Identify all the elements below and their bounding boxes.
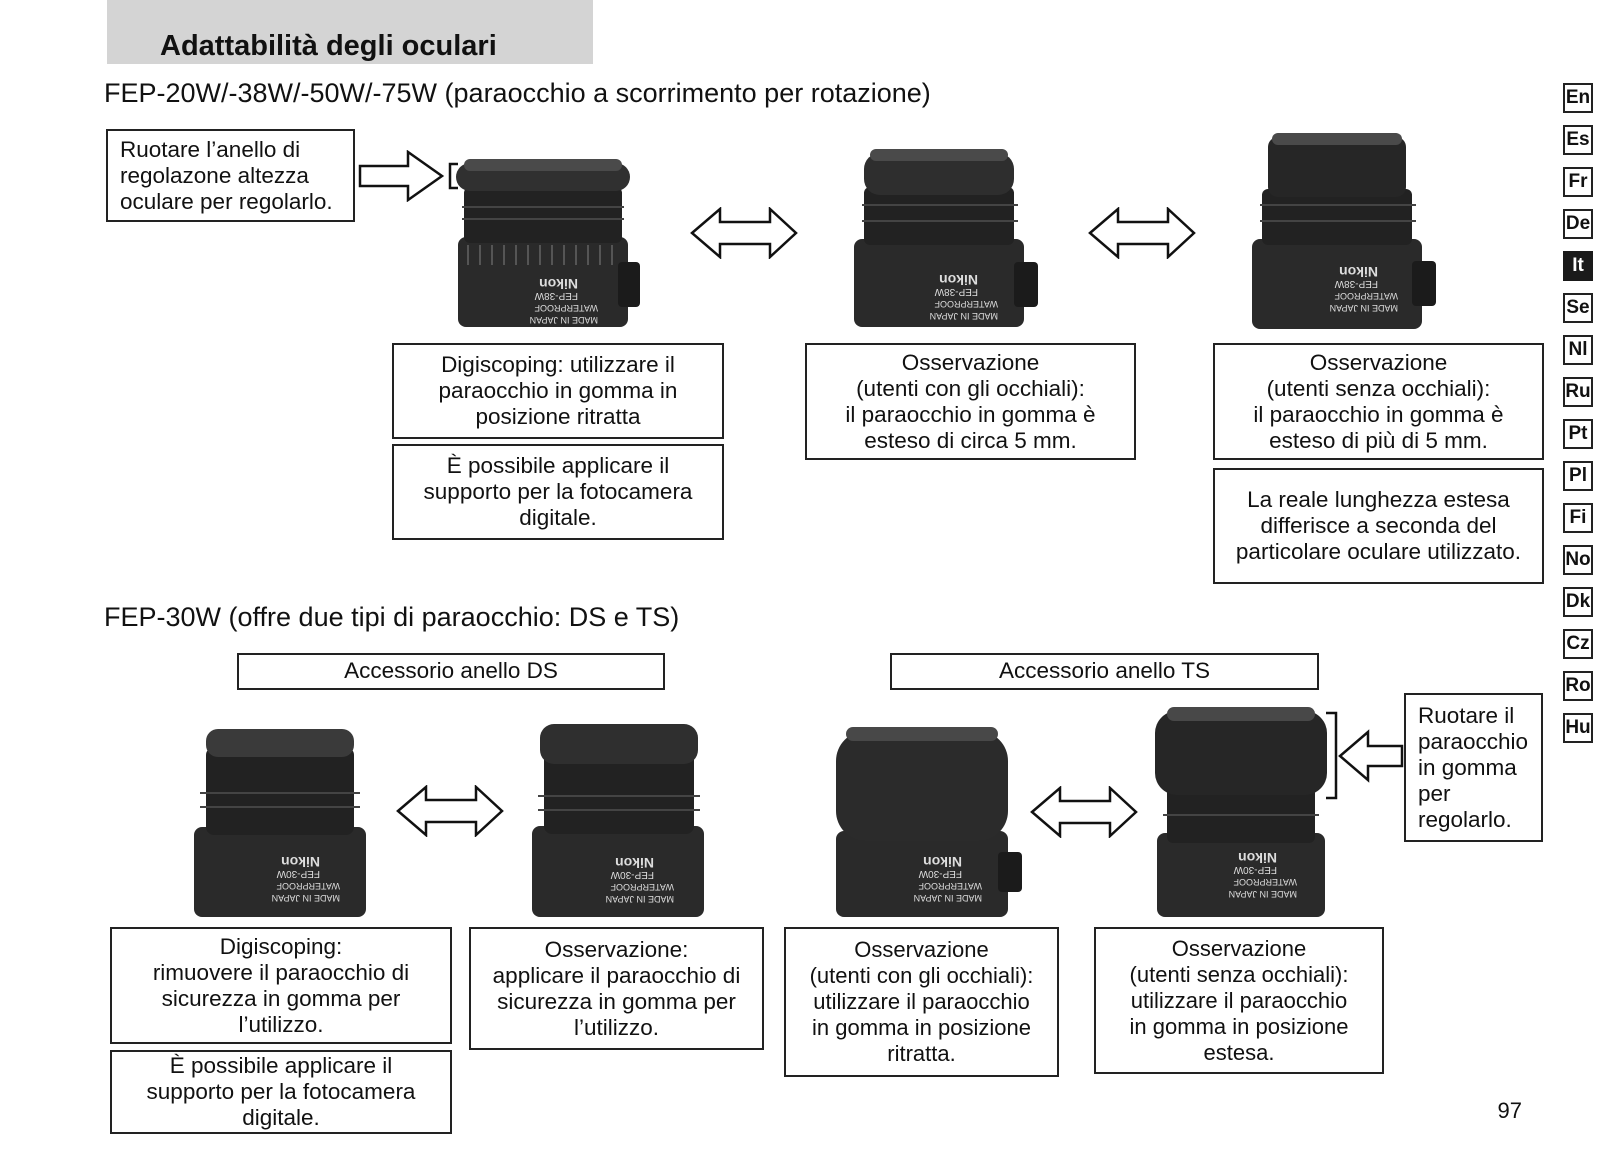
- page-title: Adattabilità degli oculari: [160, 30, 497, 62]
- ts-ring-label: Accessorio anello TS: [890, 653, 1319, 690]
- language-tab-fr[interactable]: Fr: [1563, 167, 1593, 197]
- page-number: 97: [1497, 1098, 1522, 1123]
- caption-box: Osservazione (utenti con gli occhiali): …: [805, 343, 1136, 460]
- language-tab-nl[interactable]: Nl: [1563, 335, 1593, 365]
- made-in-label: MADE IN JAPAN: [272, 893, 340, 903]
- double-arrow-icon: [690, 207, 798, 259]
- language-tab-en[interactable]: En: [1563, 83, 1593, 113]
- model-label: FEP-30W: [918, 868, 962, 879]
- waterproof-label: WATERPROOF: [918, 881, 982, 891]
- model-label: FEP-38W: [534, 290, 578, 301]
- ds-ring-label: Accessorio anello DS: [237, 653, 665, 690]
- language-tab-ro[interactable]: Ro: [1563, 671, 1593, 701]
- note-box: È possibile applicare il supporto per la…: [110, 1050, 452, 1134]
- brand-label: Nikon: [923, 854, 962, 870]
- arrow-left-icon: [1326, 711, 1404, 800]
- language-tab-ru[interactable]: Ru: [1563, 377, 1593, 407]
- eyepiece-image: MADE IN JAPAN WATERPROOF FEP-30W Nikon: [1155, 707, 1327, 917]
- double-arrow-icon: [1088, 207, 1196, 259]
- model-label: FEP-30W: [276, 868, 320, 879]
- caption-box: Osservazione: applicare il paraocchio di…: [469, 927, 764, 1050]
- header-band: [107, 0, 593, 64]
- waterproof-label: WATERPROOF: [934, 299, 998, 309]
- made-in-label: MADE IN JAPAN: [914, 893, 982, 903]
- made-in-label: MADE IN JAPAN: [1229, 889, 1297, 899]
- waterproof-label: WATERPROOF: [1334, 291, 1398, 301]
- model-label: FEP-30W: [610, 869, 654, 880]
- waterproof-label: WATERPROOF: [276, 881, 340, 891]
- note-box: La reale lunghezza estesa differisce a s…: [1213, 468, 1544, 584]
- made-in-label: MADE IN JAPAN: [606, 894, 674, 904]
- double-arrow-icon: [1030, 786, 1138, 838]
- eyepiece-image: MADE IN JAPAN WATERPROOF FEP-38W Nikon: [854, 149, 1038, 327]
- eyepiece-image: MADE IN JAPAN WATERPROOF FEP-38W Nikon: [456, 159, 640, 327]
- section1-instruction-box: Ruotare l’anello di regolazone altezza o…: [106, 129, 355, 222]
- caption-box: Osservazione (utenti senza occhiali): il…: [1213, 343, 1544, 460]
- section2-title: FEP-30W (offre due tipi di paraocchio: D…: [104, 602, 680, 632]
- waterproof-label: WATERPROOF: [1233, 877, 1297, 887]
- language-tab-es[interactable]: Es: [1563, 125, 1593, 155]
- brand-label: Nikon: [939, 272, 978, 288]
- double-arrow-icon: [396, 785, 504, 837]
- language-tab-cz[interactable]: Cz: [1563, 629, 1593, 659]
- language-tab-pt[interactable]: Pt: [1563, 419, 1593, 449]
- note-box: È possibile applicare il supporto per la…: [392, 444, 724, 540]
- brand-label: Nikon: [281, 854, 320, 870]
- caption-box: Digiscoping: rimuovere il paraocchio di …: [110, 927, 452, 1044]
- language-tab-pl[interactable]: Pl: [1563, 461, 1593, 491]
- eyepiece-image: MADE IN JAPAN WATERPROOF FEP-30W Nikon: [532, 724, 704, 917]
- made-in-label: MADE IN JAPAN: [1330, 303, 1398, 313]
- made-in-label: MADE IN JAPAN: [930, 311, 998, 321]
- eyepiece-image: MADE IN JAPAN WATERPROOF FEP-38W Nikon: [1252, 133, 1436, 329]
- arrow-right-icon: [358, 150, 458, 202]
- waterproof-label: WATERPROOF: [610, 882, 674, 892]
- language-tab-it[interactable]: It: [1563, 251, 1593, 281]
- section2-instruction-box: Ruotare il paraocchio in gomma per regol…: [1404, 693, 1543, 842]
- language-tab-fi[interactable]: Fi: [1563, 503, 1593, 533]
- section1-title: FEP-20W/-38W/-50W/-75W (paraocchio a sco…: [104, 78, 931, 108]
- brand-label: Nikon: [1339, 264, 1378, 280]
- model-label: FEP-30W: [1233, 864, 1277, 875]
- eyepiece-image: MADE IN JAPAN WATERPROOF FEP-30W Nikon: [194, 729, 366, 917]
- model-label: FEP-38W: [934, 286, 978, 297]
- language-tab-se[interactable]: Se: [1563, 293, 1593, 323]
- brand-label: Nikon: [615, 855, 654, 871]
- caption-box: Osservazione (utenti senza occhiali): ut…: [1094, 927, 1384, 1074]
- made-in-label: MADE IN JAPAN: [530, 315, 598, 325]
- eyepiece-image: MADE IN JAPAN WATERPROOF FEP-30W Nikon: [836, 727, 1022, 917]
- model-label: FEP-38W: [1334, 278, 1378, 289]
- language-tab-dk[interactable]: Dk: [1563, 587, 1593, 617]
- brand-label: Nikon: [539, 276, 578, 292]
- caption-box: Osservazione (utenti con gli occhiali): …: [784, 927, 1059, 1077]
- waterproof-label: WATERPROOF: [534, 303, 598, 313]
- language-tab-no[interactable]: No: [1563, 545, 1593, 575]
- language-tab-de[interactable]: De: [1563, 209, 1593, 239]
- brand-label: Nikon: [1238, 850, 1277, 866]
- caption-box: Digiscoping: utilizzare il paraocchio in…: [392, 343, 724, 439]
- language-tab-hu[interactable]: Hu: [1563, 713, 1593, 743]
